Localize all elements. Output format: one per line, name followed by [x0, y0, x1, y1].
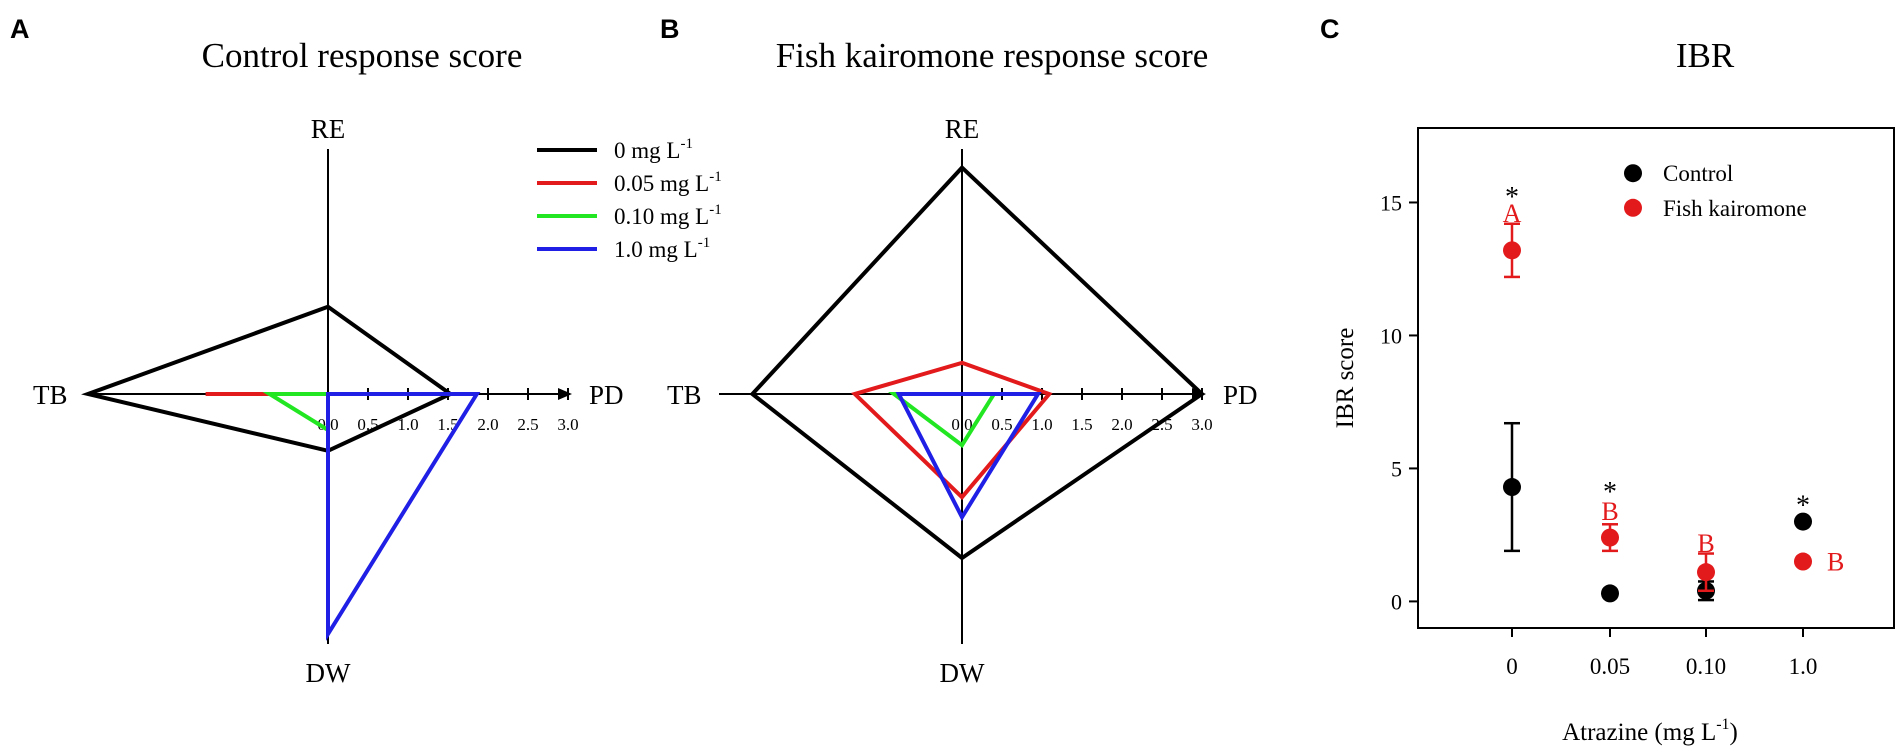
data-point	[1503, 478, 1521, 497]
data-point	[1503, 241, 1521, 260]
axis-label-tb: TB	[667, 380, 702, 410]
series-polygon	[262, 392, 330, 434]
series-polygon	[749, 164, 1206, 561]
y-axis-label: IBR score	[1332, 328, 1359, 429]
group-letter: A	[1503, 199, 1522, 228]
panel-letter-b: B	[660, 14, 680, 44]
data-point	[1601, 528, 1619, 547]
legend-label-sup: -1	[698, 235, 711, 251]
series-polygon	[850, 360, 1053, 501]
y-tick-label: 10	[1380, 323, 1402, 348]
legend-dot	[1624, 198, 1642, 217]
panel-letter-c: C	[1320, 14, 1340, 44]
tick-label: 1.0	[397, 415, 418, 434]
legend-label: 0.05 mg L-1	[614, 169, 722, 196]
x-axis-label-sup: -1	[1716, 716, 1729, 733]
significance-star: *	[1603, 477, 1617, 508]
axis-label-tb: TB	[33, 380, 68, 410]
tick-label: 2.0	[477, 415, 498, 434]
axis-label-re: RE	[311, 114, 346, 144]
group-letter: B	[1827, 548, 1844, 577]
series-polygon	[326, 392, 481, 642]
data-point	[1601, 584, 1619, 603]
x-axis-label-end: )	[1730, 719, 1738, 746]
axis-label-re: RE	[945, 114, 980, 144]
x-tick-label: 0.10	[1686, 654, 1726, 679]
title-panel-c: IBR	[1676, 36, 1735, 75]
series-polygon	[81, 304, 455, 453]
axis-label-pd: PD	[589, 380, 624, 410]
legend-label: 0.10 mg L-1	[614, 202, 722, 229]
significance-star: *	[1505, 182, 1519, 213]
axis-arrowhead	[558, 388, 572, 400]
x-tick-label: 1.0	[1789, 654, 1818, 679]
axis-label-dw: DW	[306, 658, 351, 688]
legend-label: 1.0 mg L-1	[614, 235, 710, 262]
legend-label: Control	[1663, 161, 1733, 186]
tick-label: 3.0	[1191, 415, 1212, 434]
legend-label-sup: -1	[709, 169, 722, 185]
tick-label: 0.5	[991, 415, 1012, 434]
tick-label: 2.5	[517, 415, 538, 434]
tick-label: 2.0	[1111, 415, 1132, 434]
group-letter: B	[1697, 529, 1714, 558]
data-point	[1697, 563, 1715, 582]
axis-label-pd: PD	[1223, 380, 1258, 410]
y-tick-label: 5	[1391, 456, 1402, 481]
tick-label: 1.0	[1031, 415, 1052, 434]
title-panel-b: Fish kairomone response score	[776, 36, 1209, 75]
series-polygon	[888, 392, 998, 449]
legend-label-sup: -1	[680, 136, 693, 152]
x-axis-label: Atrazine (mg L-1)	[1562, 716, 1738, 746]
series-polygon	[895, 392, 1042, 522]
legend-label-sup: -1	[709, 202, 722, 218]
legend-dot	[1624, 164, 1642, 183]
tick-label: 1.5	[1071, 415, 1092, 434]
panel-letter-a: A	[10, 14, 30, 44]
significance-star: *	[1796, 490, 1810, 521]
y-tick-label: 15	[1380, 190, 1402, 215]
axis-label-dw: DW	[940, 658, 985, 688]
group-letter: B	[1601, 497, 1618, 526]
data-point	[1794, 552, 1812, 571]
legend-concentration: 0 mg L-1 0.05 mg L-1 0.10 mg L-1 1.0 mg L-1	[537, 136, 722, 262]
tick-label: 0.0	[951, 415, 972, 434]
x-tick-label: 0.05	[1590, 654, 1630, 679]
data-point	[1794, 512, 1812, 531]
title-panel-a: Control response score	[202, 36, 523, 75]
tick-label: 3.0	[557, 415, 578, 434]
legend-label: 0 mg L-1	[614, 136, 693, 163]
plot-frame	[1417, 127, 1895, 629]
x-tick-label: 0	[1506, 654, 1518, 679]
legend-label: Fish kairomone	[1663, 196, 1807, 221]
y-tick-label: 0	[1391, 589, 1402, 614]
